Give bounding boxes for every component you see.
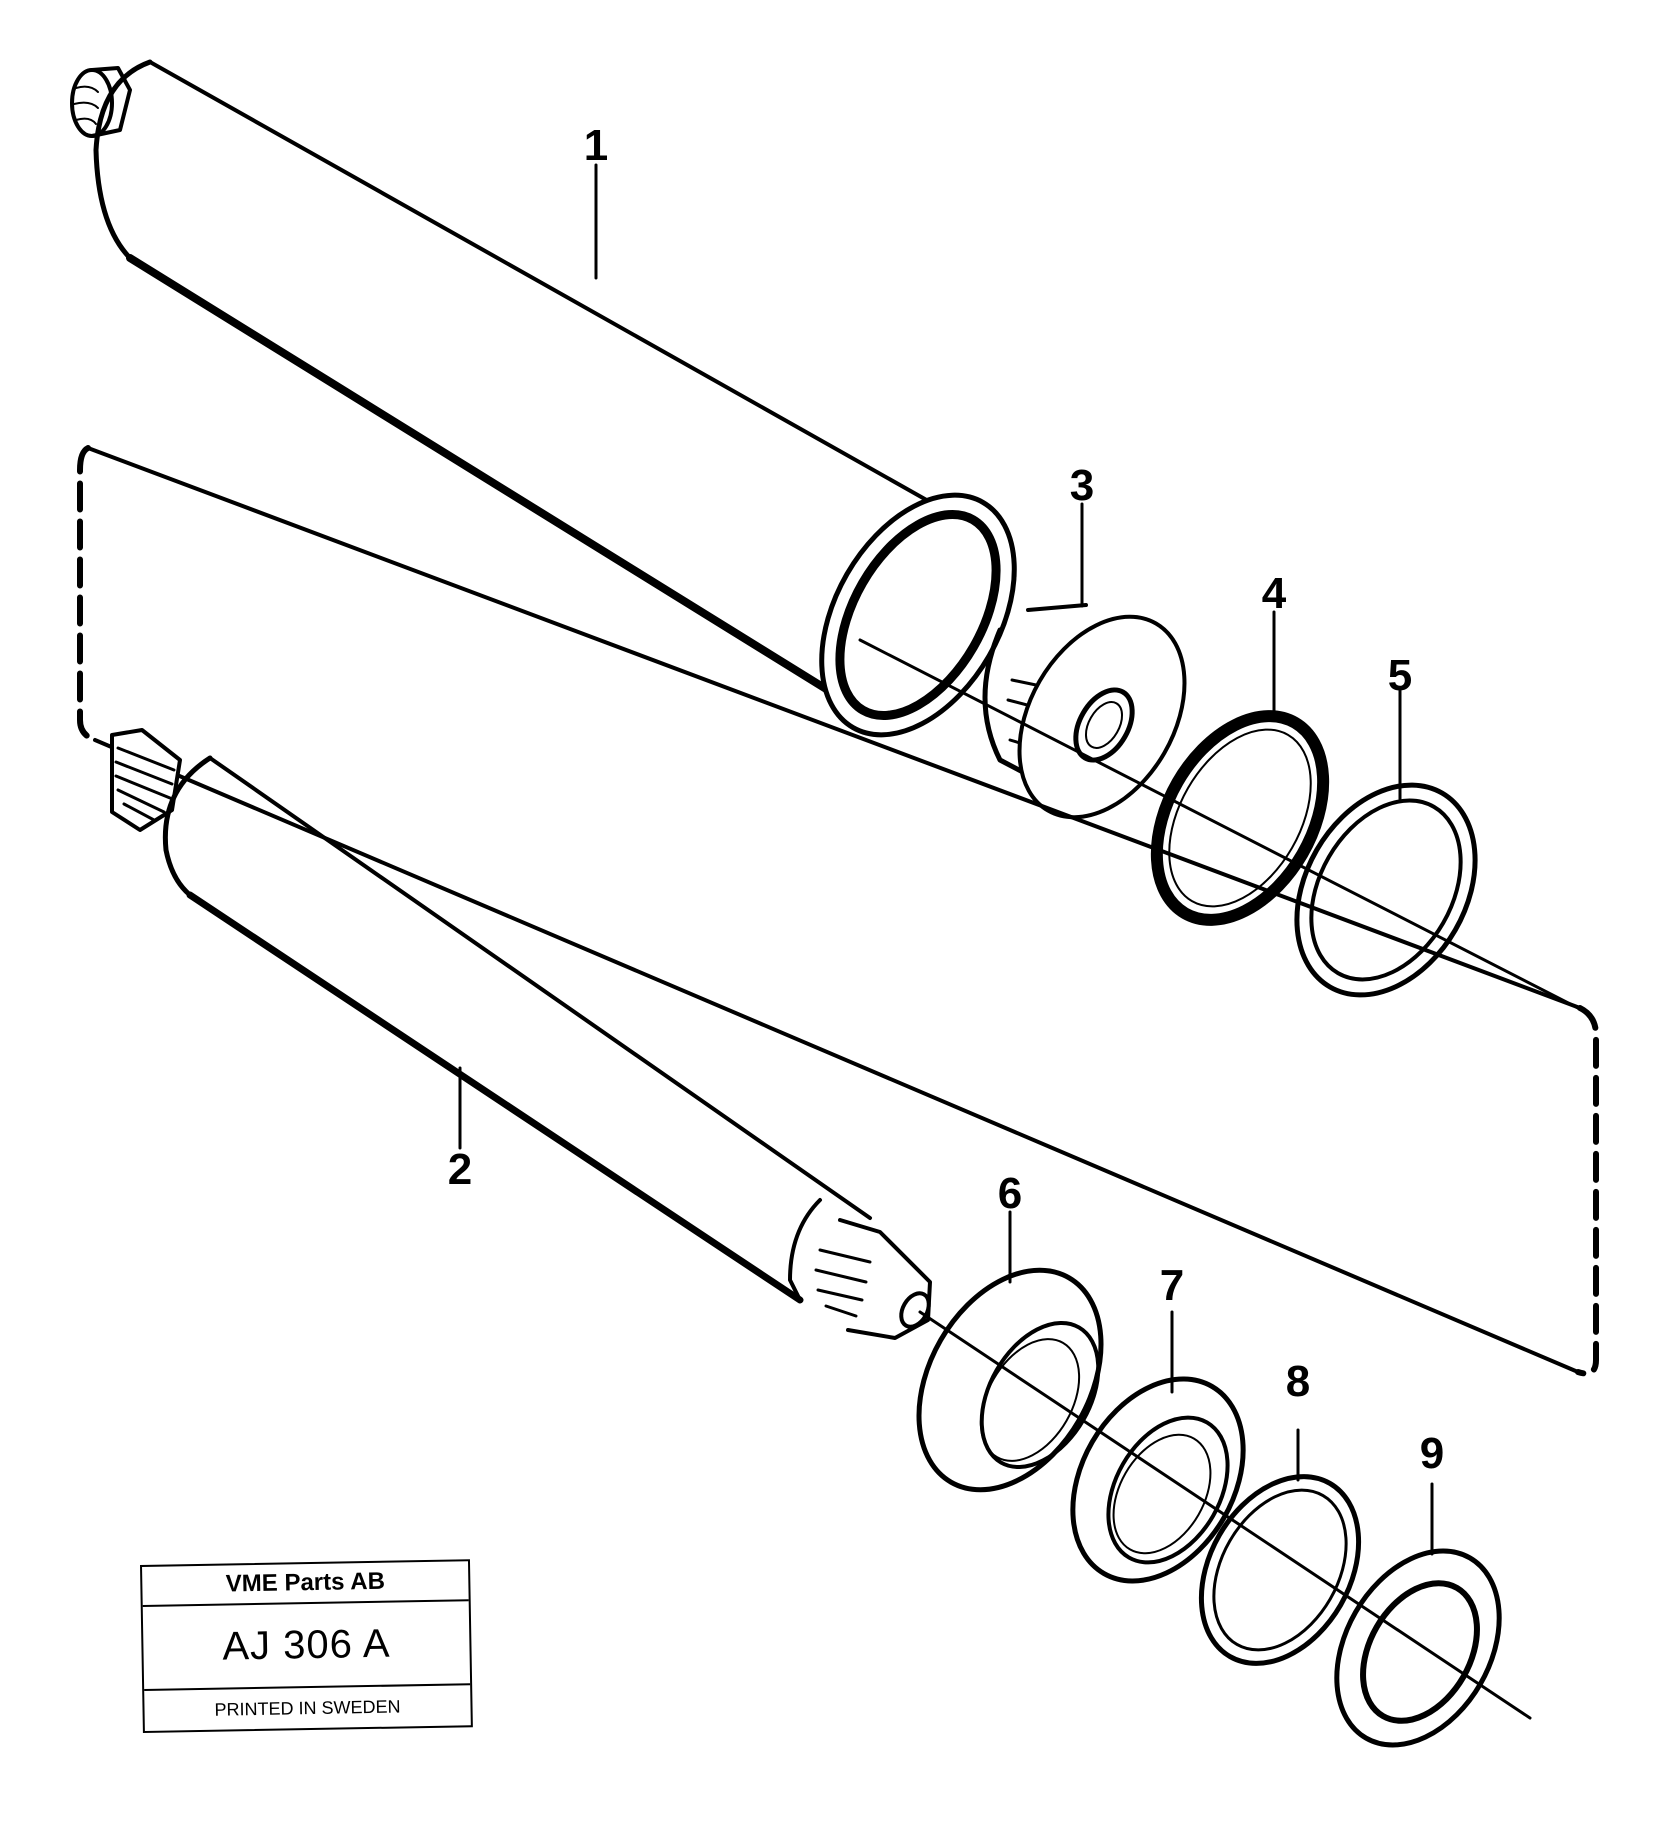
callout-7: 7	[1160, 1261, 1184, 1310]
stamp-company: VME Parts AB	[142, 1561, 469, 1607]
callout-labels: 1 2 3 4 5 6 7 8 9	[448, 121, 1444, 1478]
callout-3: 3	[1070, 461, 1094, 510]
callout-4: 4	[1262, 569, 1287, 618]
wiper-seal-part-9	[1334, 1548, 1502, 1748]
callout-5: 5	[1388, 651, 1412, 700]
piston-rod-part-2	[110, 728, 932, 1340]
cylinder-tube-part-1	[70, 59, 1017, 738]
callout-1: 1	[584, 121, 608, 170]
stamp-printed-in: PRINTED IN SWEDEN	[214, 1695, 401, 1720]
seal-ring-part-5	[1294, 782, 1478, 998]
callout-6: 6	[998, 1169, 1022, 1218]
guide-bush-part-6	[916, 1267, 1104, 1493]
ring-part-8	[1198, 1474, 1362, 1666]
seal-housing-part-7	[1070, 1376, 1246, 1584]
callout-2: 2	[448, 1145, 472, 1194]
o-ring-part-4	[1150, 710, 1330, 926]
stamp-drawing-code: AJ 306 A	[142, 1601, 471, 1691]
title-stamp: VME Parts AB AJ 306 A PRINTED IN SWEDEN	[140, 1559, 473, 1733]
callout-9: 9	[1420, 1429, 1444, 1478]
callout-8: 8	[1286, 1357, 1310, 1406]
leader-lines	[458, 163, 1434, 1556]
piston-part-3	[982, 603, 1187, 820]
